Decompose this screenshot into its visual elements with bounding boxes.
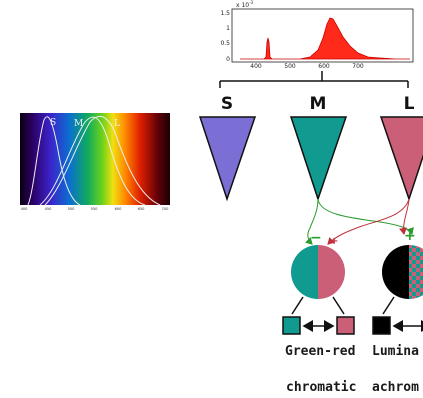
x-tick: 550 [91,207,99,211]
m-cone-label: M [309,94,327,114]
y-tick: 0.5 [220,40,230,47]
x-tick: 650 [138,207,146,211]
x-tick: 600 [318,63,330,70]
x-tick: 500 [284,63,296,70]
visible-spectrum-band [20,113,170,205]
m-cone-curve [39,116,146,206]
exponent-label: x 10-3 [236,0,254,9]
green-red-channel-circle [291,245,345,299]
x-tick: 700 [352,63,364,70]
s-curve-label: S [50,118,56,128]
y-tick: 1 [226,25,230,32]
l-curve-label: L [114,119,120,129]
s-cone-label: S [220,94,234,114]
s-cone-triangle [198,116,257,202]
spectrum-to-cones-bracket [219,71,409,88]
l-to-green-red-arrow [327,198,410,245]
luminance-caption: Lumina [372,344,419,359]
black-swatch [372,316,391,335]
m-to-green-red-arrow [304,198,319,245]
green-red-plus-sign: + [330,236,338,247]
cone-to-channel-arrows [304,198,414,245]
l-cone-label: L [403,94,415,114]
chromatic-category: chromatic [286,380,357,395]
y-tick: 0 [226,56,230,63]
red-swatch [336,316,355,335]
x-tick: 700 [162,207,170,211]
y-tick: 1.5 [220,10,230,17]
x-tick: 400 [21,207,29,211]
m-curve-label: M [74,119,83,129]
spectrum-area [240,17,410,60]
m-cone-triangle [289,116,348,202]
luminance-channel-circle [382,245,423,299]
l-to-luminance-arrow [399,198,410,235]
achromatic-category: achrom [372,380,419,395]
green-red-minus-sign: − [310,230,322,246]
emission-spectrum-plot: x 10-3 1.5 1 0.5 0 400 500 600 700 [220,0,414,70]
l-cone-triangle [379,116,423,202]
channel-swatch-connectors [291,296,395,315]
s-cone-curve [27,116,81,206]
x-tick: 450 [45,207,53,211]
m-to-luminance-arrow [317,198,414,235]
luminance-plus-sign: + [404,228,416,244]
x-tick: 400 [250,63,262,70]
l-cone-curve [44,115,161,206]
x-tick: 500 [68,207,76,211]
green-swatch [282,316,301,335]
cone-sensitivity-plot: S M L 400 450 500 550 600 650 700 [20,113,170,211]
green-red-caption: Green-red [285,344,356,359]
x-tick: 600 [115,207,123,211]
